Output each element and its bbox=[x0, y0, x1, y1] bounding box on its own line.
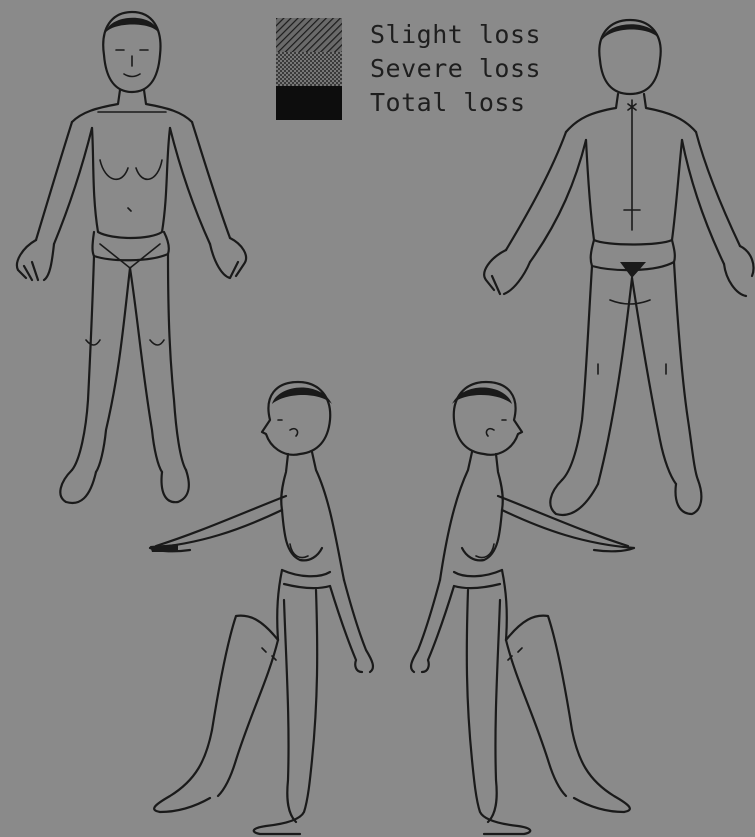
body-chart-diagram: Slight loss Severe loss Total loss bbox=[0, 0, 755, 837]
body-left-side-icon bbox=[0, 0, 755, 837]
